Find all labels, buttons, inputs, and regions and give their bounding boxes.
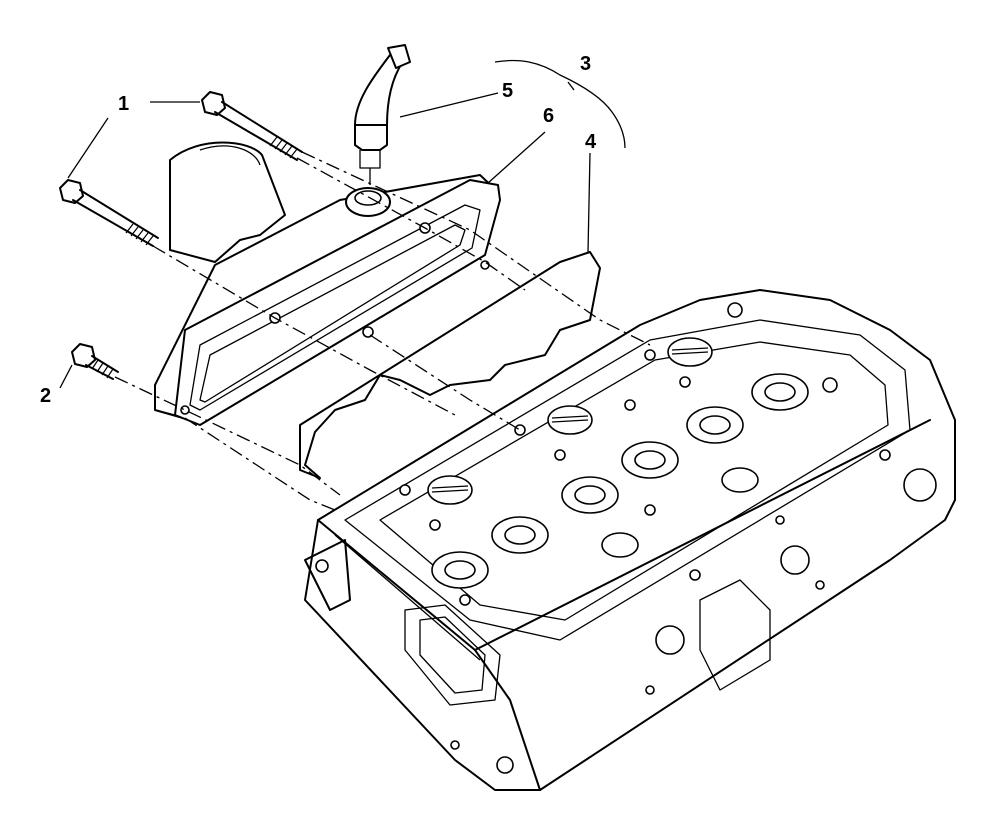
valve-cover [154,141,501,426]
gasket [299,251,601,479]
callout-2: 2 [40,385,51,407]
callout-3: 3 [580,53,591,75]
cylinder-head [304,289,956,791]
callout-4: 4 [585,131,597,153]
callout-leaders [59,59,626,389]
callout-6: 6 [543,105,554,127]
callout-1: 1 [118,93,129,115]
alignment-lines [114,151,651,511]
cover-bolt-short [71,343,119,380]
breather-hose [354,44,411,185]
callout-5: 5 [502,80,513,102]
cover-bolt-upper [201,91,303,161]
cover-bolt-lower [59,179,159,247]
